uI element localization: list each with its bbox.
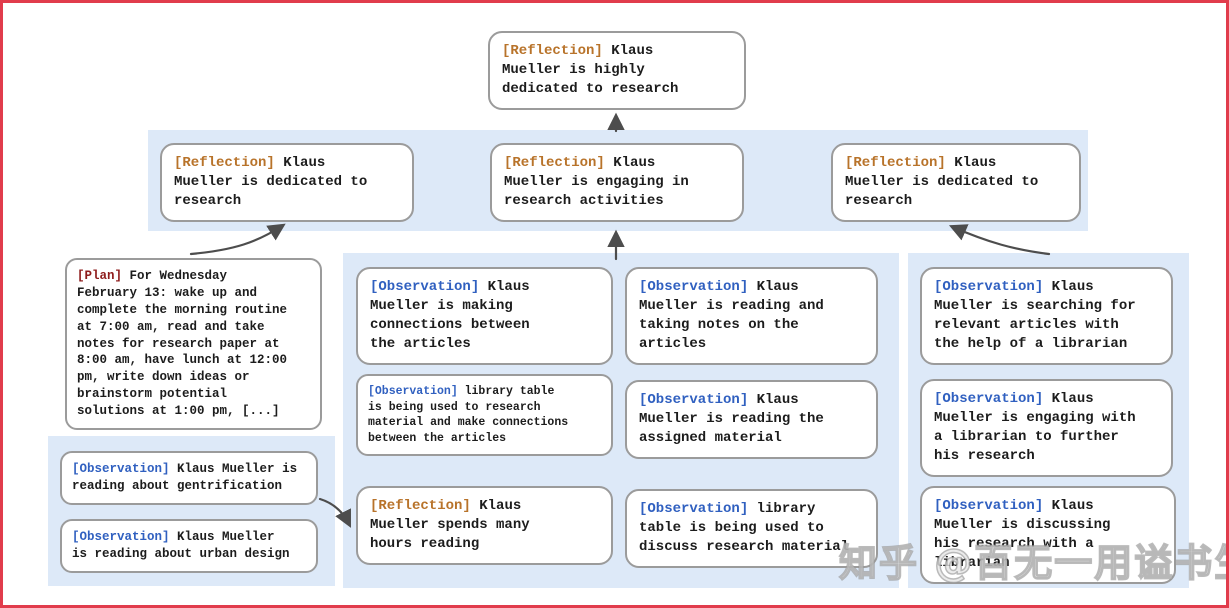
node-text: Klaus Mueller is highly dedicated to res… — [502, 43, 679, 97]
node-plan: [Plan] For Wednesday February 13: wake u… — [65, 258, 322, 430]
node-observation-engaging-librarian: [Observation] Klaus Mueller is engaging … — [920, 379, 1173, 477]
node-text: library table is being used to research … — [368, 385, 569, 445]
node-text: Klaus Mueller spends many hours reading — [370, 498, 530, 552]
plan-tag: [Plan] — [77, 269, 123, 283]
node-observation-searching-articles: [Observation] Klaus Mueller is searching… — [920, 267, 1173, 365]
node-reflection-left: [Reflection] Klaus Mueller is dedicated … — [160, 143, 414, 222]
arrow-panel-to-right-reflection — [948, 224, 1051, 256]
node-observation-library-discuss: [Observation] library table is being use… — [625, 489, 878, 568]
zhihu-watermark: 知乎 @百无一用谥书生 — [838, 540, 1229, 586]
node-reflection-right: [Reflection] Klaus Mueller is dedicated … — [831, 143, 1081, 222]
node-observation-taking-notes: [Observation] Klaus Mueller is reading a… — [625, 267, 878, 365]
node-text: Klaus Mueller is searching for relevant … — [934, 279, 1136, 352]
observation-tag: [Observation] — [639, 392, 749, 408]
node-observation-discussing-librarian: [Observation] Klaus Mueller is discussin… — [920, 486, 1176, 584]
node-text: Klaus Mueller is engaging with a librari… — [934, 391, 1136, 464]
observation-tag: [Observation] — [368, 385, 458, 398]
node-text: Klaus Mueller is making connections betw… — [370, 279, 530, 352]
node-text: Klaus Mueller is reading about gentrific… — [72, 462, 298, 493]
node-reflection-middle: [Reflection] Klaus Mueller is engaging i… — [490, 143, 744, 222]
observation-tag: [Observation] — [934, 279, 1044, 295]
node-observation-assigned-material: [Observation] Klaus Mueller is reading t… — [625, 380, 878, 459]
node-observation-making-connections: [Observation] Klaus Mueller is making co… — [356, 267, 613, 365]
observation-tag: [Observation] — [72, 462, 170, 476]
observation-tag: [Observation] — [934, 498, 1044, 514]
node-text: Klaus Mueller is engaging in research ac… — [504, 155, 689, 209]
node-text: Klaus Mueller is reading the assigned ma… — [639, 392, 824, 446]
node-text: Klaus Mueller is reading and taking note… — [639, 279, 824, 352]
node-observation-gentrification: [Observation] Klaus Mueller is reading a… — [60, 451, 318, 505]
observation-tag: [Observation] — [72, 530, 170, 544]
node-root-reflection: [Reflection] Klaus Mueller is highly ded… — [488, 31, 746, 110]
node-text: For Wednesday February 13: wake up and c… — [77, 269, 288, 418]
reflection-tag: [Reflection] — [370, 498, 471, 514]
reflection-tag: [Reflection] — [504, 155, 605, 171]
observation-tag: [Observation] — [639, 279, 749, 295]
node-text: Klaus Mueller is dedicated to research — [845, 155, 1039, 209]
node-text: Klaus Mueller is discussing his research… — [934, 498, 1111, 571]
reflection-tag: [Reflection] — [845, 155, 946, 171]
node-text: Klaus Mueller is dedicated to research — [174, 155, 368, 209]
node-observation-urban-design: [Observation] Klaus Mueller is reading a… — [60, 519, 318, 573]
observation-tag: [Observation] — [934, 391, 1044, 407]
node-text: Klaus Mueller is reading about urban des… — [72, 530, 290, 561]
observation-tag: [Observation] — [370, 279, 480, 295]
node-text: library table is being used to discuss r… — [639, 501, 850, 555]
node-reflection-hours-reading: [Reflection] Klaus Mueller spends many h… — [356, 486, 613, 565]
node-observation-library-research: [Observation] library table is being use… — [356, 374, 613, 457]
reflection-tag: [Reflection] — [174, 155, 275, 171]
observation-tag: [Observation] — [639, 501, 749, 517]
reflection-tag: [Reflection] — [502, 43, 603, 59]
